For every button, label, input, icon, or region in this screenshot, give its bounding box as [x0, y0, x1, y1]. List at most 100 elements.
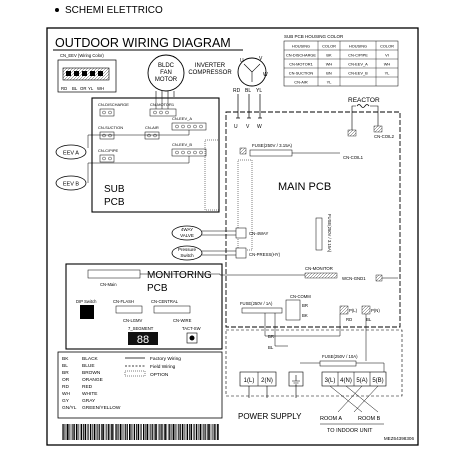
barcode-bar: [157, 424, 159, 440]
cn-flash-label: CN-FLASH: [113, 299, 134, 304]
wire-rd: RD: [233, 88, 241, 94]
cn-flash-connector: [115, 305, 143, 314]
barcode-bar: [97, 424, 98, 440]
barcode-bar: [144, 424, 146, 440]
fan-motor-line-3: MOTOR: [155, 77, 178, 83]
vertical-fuse-label: FUSE(250V / 3.15A): [327, 214, 332, 253]
legend-box: [57, 351, 223, 419]
cn-cpipe-label: CN-C/PIPE: [98, 148, 119, 153]
eev-a-label: EEV A: [63, 151, 79, 157]
barcode-bar: [206, 424, 208, 440]
barcode-bar: [93, 424, 96, 440]
cn-4way-connector: [235, 227, 247, 239]
four-way-valve: [171, 225, 203, 241]
barcode-bar: [189, 424, 190, 440]
barcode-bar: [109, 424, 111, 440]
wiring-legend: Factory Wiring Field Wiring OPTION: [124, 356, 181, 378]
barcode-bar: [62, 424, 63, 440]
barcode-bar: [178, 424, 180, 440]
cn-4way-label: CN-4WAY: [249, 231, 268, 236]
barcode-bar: [81, 424, 83, 440]
legend-option: OPTION: [150, 372, 169, 378]
svg-text:BLUE: BLUE: [82, 363, 95, 369]
pressure-switch: [171, 245, 203, 261]
barcode-bar: [171, 424, 173, 440]
barcode-bar: [137, 424, 140, 440]
table-cell: CN-EEV_A: [348, 62, 368, 67]
cn-main-connector: [87, 269, 141, 279]
barcode-bar: [133, 424, 136, 440]
reactor-coil: [356, 104, 370, 108]
barcode-bar: [131, 424, 132, 440]
barcode-bar: [136, 424, 137, 440]
barcode-bar: [160, 424, 162, 440]
svg-text:OR: OR: [62, 377, 70, 383]
sub-pcb-title-2: PCB: [104, 197, 125, 208]
comm-term-bk: BK: [302, 313, 308, 318]
pl-terminal: [339, 305, 349, 315]
wire-bl-label: BL: [268, 345, 274, 350]
barcode-bar: [203, 424, 204, 440]
sub-pcb-pins: [102, 110, 203, 161]
eev-a-valve: [55, 144, 87, 160]
power-supply-label: POWER SUPPLY: [238, 412, 302, 421]
main-fuse: [249, 149, 293, 157]
barcode-bar: [141, 424, 142, 440]
wcn-gnd1-connector: [375, 274, 383, 282]
cn-air-label: CN-AIR: [145, 125, 159, 130]
monitoring-title-2: PCB: [147, 283, 168, 294]
inverter-label-1: INVERTER: [195, 63, 226, 69]
barcode-bar: [194, 424, 195, 440]
barcode-bar: [164, 424, 166, 440]
sub-pcb-header-strip: [204, 139, 220, 211]
indoor-terminal-block: 3(L) 4(N) 5(A) 5(B): [321, 371, 387, 387]
compressor-windings: [243, 63, 261, 82]
monitoring-pcb-board: [65, 263, 223, 350]
pressure-switch-line-1: Pressure: [178, 247, 197, 252]
barcode-bar: [115, 424, 116, 440]
room-crossover-wires: [329, 385, 379, 413]
barcode-bar: [172, 424, 175, 440]
barcode-bar: [91, 424, 93, 440]
barcode-bar: [100, 424, 102, 440]
svg-text:WH: WH: [62, 391, 71, 397]
table-cell: CN-C/PIPE: [348, 53, 368, 58]
table-cell: CN-MOTOR1: [289, 62, 313, 67]
cn-eev-box: [57, 59, 117, 93]
wire-br-label: BR: [268, 334, 274, 339]
fan-motor-circle: [147, 54, 185, 92]
reactor-label: REACTOR: [348, 97, 380, 104]
barcode-bar: [79, 424, 81, 440]
seven-segment-value: 88: [137, 334, 149, 346]
barcode-bar: [65, 424, 67, 440]
cn-wire-label: CN-WIRE: [173, 318, 192, 323]
table-cell: CN-DISCHARGE: [286, 53, 316, 58]
terminal-5a: 5(A): [356, 378, 367, 384]
barcode-bar: [88, 424, 89, 440]
comm-wire-rd: RD: [346, 317, 352, 322]
cn-main-label: CN-Main: [100, 282, 117, 287]
header-text: SCHEMI ELETTRICO: [65, 5, 163, 16]
svg-text:RED: RED: [82, 384, 93, 390]
main-fuse-label: FUSE(250V / 3.15A): [252, 143, 293, 148]
barcode-bar: [129, 424, 131, 440]
ps-fuse-label: FUSE(250V / 10A): [322, 354, 358, 359]
pl-label: P(L): [349, 308, 358, 313]
barcode-bar: [75, 424, 78, 440]
compressor-leads: [237, 94, 261, 118]
barcode-bar: [201, 424, 203, 440]
barcode-bar: [132, 424, 134, 440]
svg-text:ORANGE: ORANGE: [82, 377, 103, 383]
eev-color-rd: RD: [61, 86, 67, 91]
barcode-bar: [95, 424, 97, 440]
inverter-label-2: COMPRESSOR: [188, 70, 232, 76]
main-pcb-board: [225, 111, 401, 328]
vertical-fuse: [315, 217, 323, 251]
cn-monitor-label: CN-MONITOR: [305, 266, 333, 271]
barcode-bar: [74, 424, 75, 440]
legend-factory: Factory Wiring: [150, 356, 181, 362]
terminal-2n: 2(N): [261, 378, 273, 384]
housing-table-title: SUB PCB HOUSING COLOR: [284, 34, 344, 39]
fuse-small: [241, 307, 283, 314]
barcode-bar: [162, 424, 164, 440]
